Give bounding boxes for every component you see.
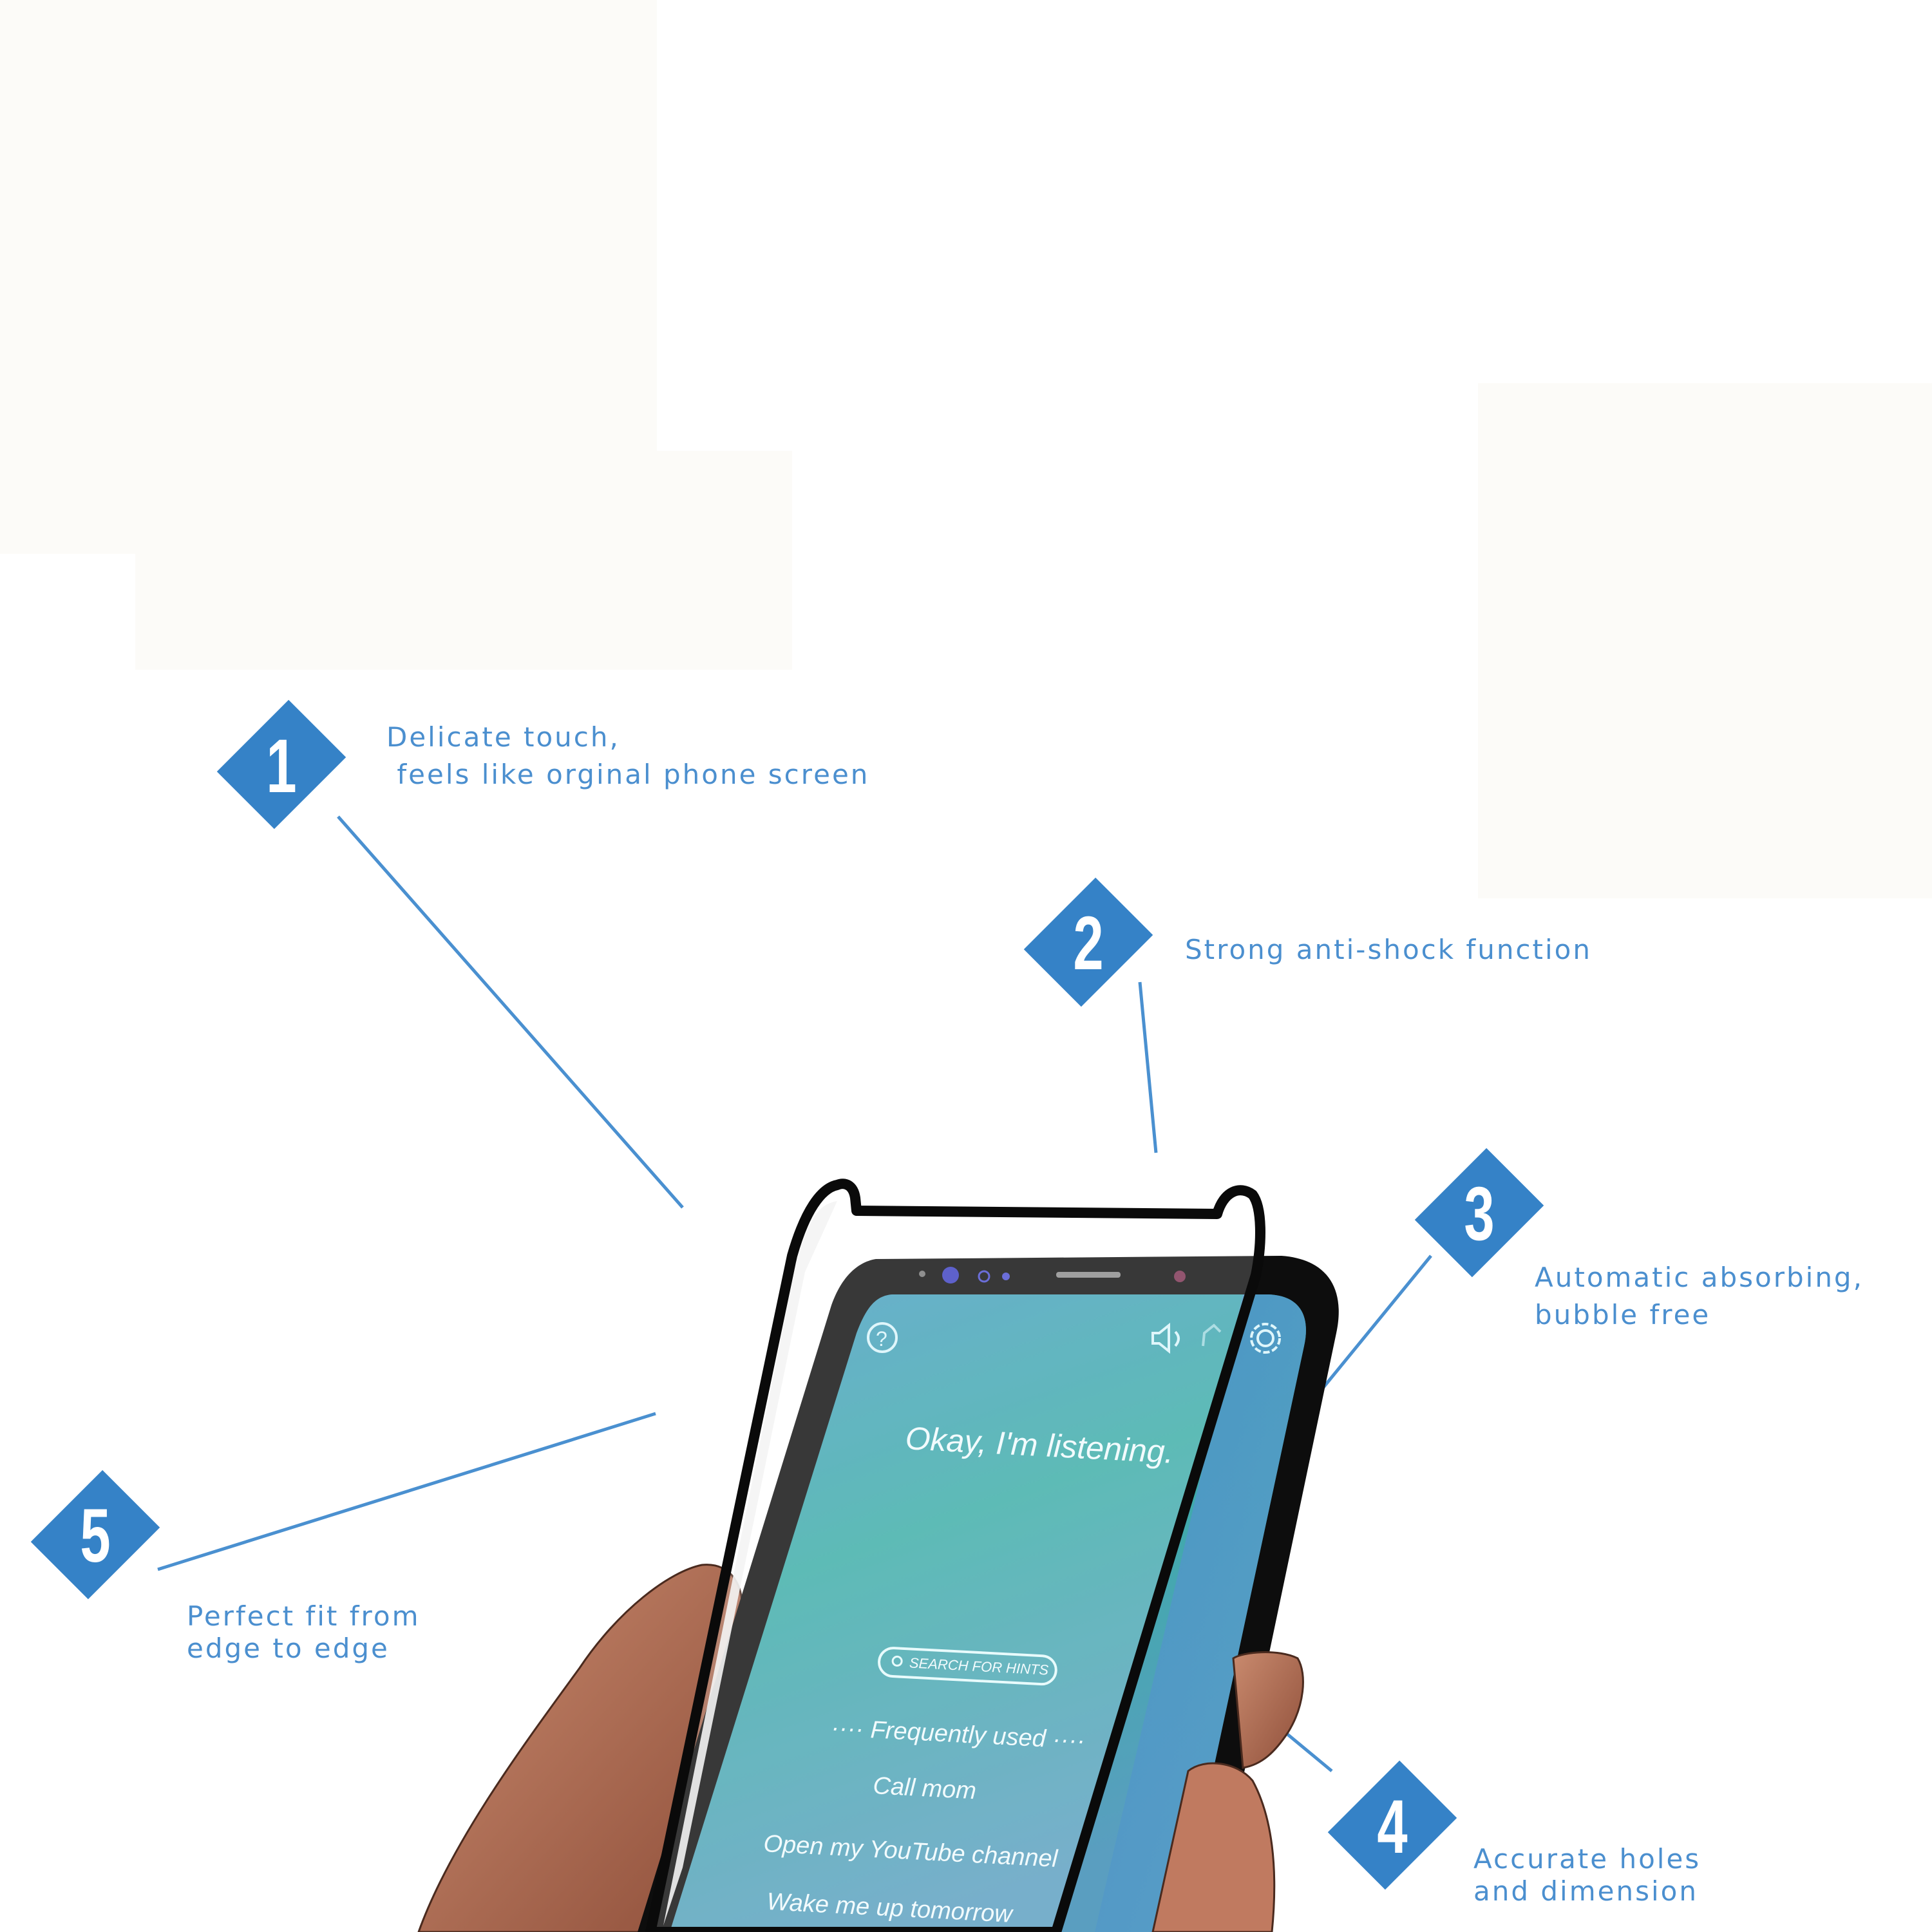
earpiece-icon	[1056, 1272, 1121, 1278]
hand-right-finger-top	[1232, 1651, 1304, 1769]
feature-label: Delicate touch, feels like orginal phone…	[386, 721, 870, 790]
feature-number: 1	[266, 724, 297, 809]
hand-right-finger-bottom	[1151, 1762, 1276, 1932]
feature-number: 2	[1073, 901, 1104, 986]
search-icon	[891, 1655, 903, 1667]
feature-label: Perfect fit from edge to edge	[187, 1600, 421, 1664]
screen-icons: ?	[867, 1322, 1281, 1354]
screen-protector-glass	[645, 1179, 1265, 1932]
feature-label: Accurate holes and dimension	[1473, 1843, 1701, 1907]
feature-number: 4	[1377, 1785, 1408, 1870]
home-icon	[1202, 1323, 1222, 1347]
phone-sensors	[919, 1267, 1186, 1283]
feature-label: Strong anti-shock function	[1185, 934, 1592, 965]
volume-icon	[1151, 1322, 1180, 1354]
front-camera-icon	[942, 1267, 959, 1283]
background-tint-block	[135, 451, 792, 670]
suggestion-item[interactable]: Call mom	[873, 1772, 977, 1804]
background-tint-block	[1478, 383, 1932, 898]
glass-edge-highlight	[663, 1201, 837, 1926]
leader-line-5	[157, 1412, 656, 1571]
feature-number: 5	[80, 1493, 111, 1578]
feature-label: Automatic absorbing, bubble free	[1535, 1262, 1864, 1331]
phone-screen-right-edge	[1095, 1294, 1306, 1932]
svg-text:?: ?	[876, 1327, 887, 1350]
leader-line-2	[1138, 981, 1158, 1153]
help-icon: ?	[867, 1322, 898, 1353]
settings-icon	[1250, 1323, 1281, 1354]
leader-line-1	[337, 815, 684, 1209]
feature-number: 3	[1464, 1171, 1495, 1256]
